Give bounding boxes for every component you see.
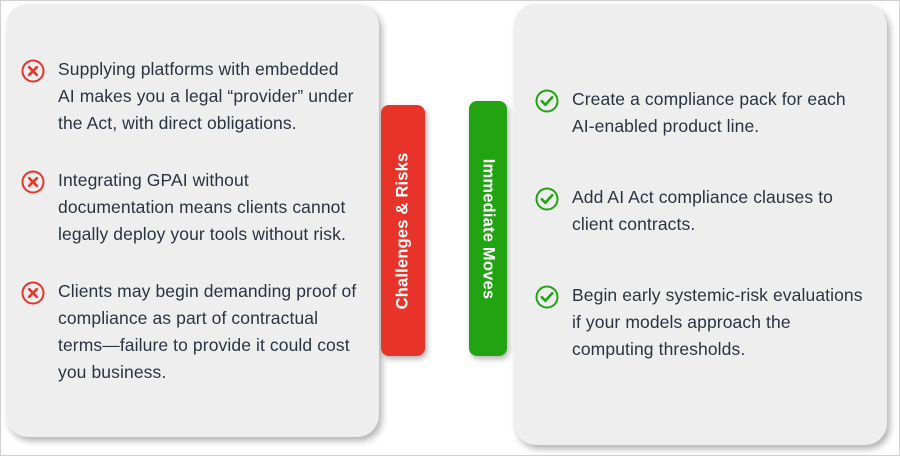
list-item-text: Supplying platforms with embedded AI mak… (58, 58, 354, 133)
list-item: Add AI Act compliance clauses to client … (534, 184, 865, 238)
tab-immediate-moves-label: Immediate Moves (479, 158, 498, 299)
circle-check-icon (534, 284, 560, 310)
challenges-risks-item-list: Supplying platforms with embedded AI mak… (6, 4, 379, 437)
list-item: Clients may begin demanding proof of com… (20, 278, 357, 386)
list-item: Begin early systemic-risk evaluations if… (534, 282, 865, 363)
list-item-text: Begin early systemic-risk evaluations if… (572, 285, 863, 359)
tab-challenges-risks[interactable]: Challenges & Risks (381, 105, 425, 356)
tab-immediate-moves[interactable]: Immediate Moves (469, 101, 507, 356)
list-item: Integrating GPAI without documentation m… (20, 167, 357, 248)
list-item-text: Create a compliance pack for each AI-ena… (572, 89, 846, 136)
list-item-text: Add AI Act compliance clauses to client … (572, 187, 833, 234)
list-item-text: Clients may begin demanding proof of com… (58, 280, 357, 382)
circle-cross-icon (20, 58, 46, 84)
circle-check-icon (534, 186, 560, 212)
list-item-text: Integrating GPAI without documentation m… (58, 169, 346, 244)
circle-cross-icon (20, 280, 46, 306)
list-item: Create a compliance pack for each AI-ena… (534, 86, 865, 140)
immediate-moves-item-list: Create a compliance pack for each AI-ena… (514, 4, 887, 445)
circle-cross-icon (20, 169, 46, 195)
challenges-risks-card: Supplying platforms with embedded AI mak… (6, 4, 379, 437)
list-item: Supplying platforms with embedded AI mak… (20, 56, 357, 137)
circle-check-icon (534, 88, 560, 114)
tab-challenges-risks-label: Challenges & Risks (393, 152, 412, 309)
immediate-moves-card: Create a compliance pack for each AI-ena… (514, 4, 887, 445)
